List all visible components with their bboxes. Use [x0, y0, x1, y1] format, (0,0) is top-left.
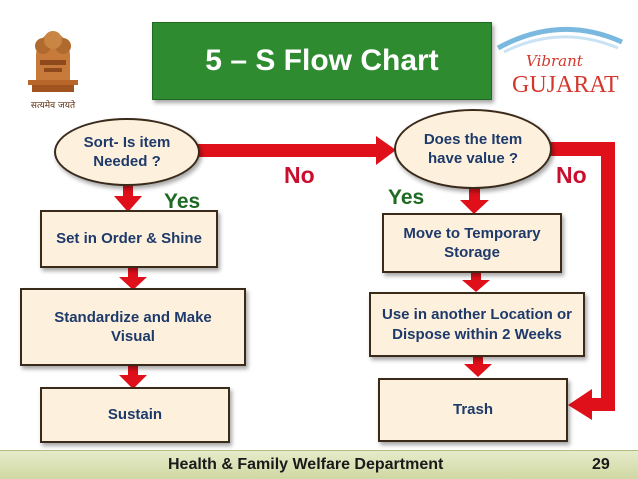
node-temp-storage-text: Move to Temporary Storage	[403, 224, 541, 262]
arrow-set-to-standardize	[119, 267, 147, 290]
node-trash-text: Trash	[452, 401, 494, 419]
arrow-standardize-to-sustain	[119, 365, 147, 389]
logo-vibrant-text: Vibrant	[526, 52, 584, 70]
node-use-or-dispose: Use in another Location or Dispose withi…	[369, 292, 585, 357]
label-yes-right: Yes	[388, 186, 425, 209]
emblem-motto: सत्यमेव जयते	[31, 99, 76, 111]
vibrant-gujarat-logo: Vibrant GUJARAT	[496, 26, 624, 98]
arrow-storage-to-dispose	[462, 272, 490, 292]
node-sustain-text: Sustain	[107, 406, 163, 424]
page-title: 5 – S Flow Chart	[152, 22, 492, 100]
label-no-right: No	[556, 162, 587, 188]
footer-department: Health & Family Welfare Department	[168, 456, 444, 473]
node-standardize-text: Standardize and Make Visual	[54, 308, 212, 346]
node-use-or-dispose-text: Use in another Location or Dispose withi…	[381, 306, 573, 343]
node-sort-text: Sort- Is item Needed ?	[83, 133, 171, 171]
label-no-middle: No	[284, 162, 315, 188]
node-sort: Sort- Is item Needed ?	[54, 118, 200, 186]
node-trash: Trash	[378, 378, 568, 442]
national-emblem-icon: सत्यमेव जयते	[28, 31, 78, 111]
node-set-in-order: Set in Order & Shine	[40, 210, 218, 268]
arrow-sort-to-set	[114, 186, 142, 212]
arrow-value-yes-to-storage	[460, 188, 489, 214]
arrow-value-no-to-trash	[549, 142, 615, 420]
node-set-in-order-text: Set in Order & Shine	[56, 230, 202, 248]
arrow-dispose-to-trash	[464, 356, 492, 377]
label-yes-left: Yes	[164, 190, 201, 213]
node-standardize: Standardize and Make Visual	[20, 288, 246, 366]
node-sustain: Sustain	[40, 387, 230, 443]
node-value: Does the Item have value ?	[394, 109, 552, 189]
footer-bar: Health & Family Welfare Department 29	[0, 450, 638, 479]
logo-gujarat-text: GUJARAT	[512, 72, 619, 98]
node-temp-storage: Move to Temporary Storage	[382, 213, 562, 273]
page-title-text: 5 – S Flow Chart	[205, 44, 439, 77]
page-number: 29	[592, 456, 610, 473]
node-value-text: Does the Item have value ?	[423, 130, 523, 168]
arrow-sort-no-to-value	[194, 136, 396, 165]
